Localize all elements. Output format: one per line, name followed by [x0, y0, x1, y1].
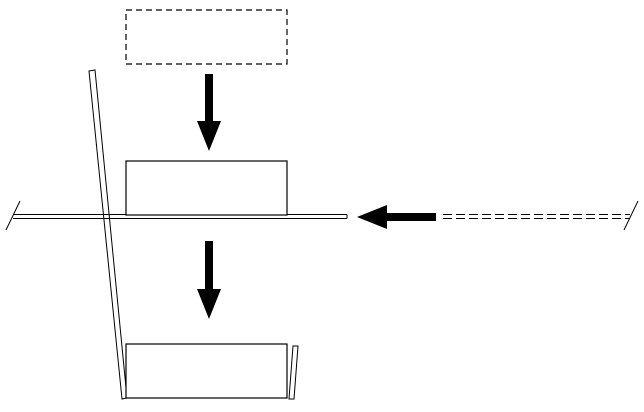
box-on-bar: [125, 160, 288, 216]
arrow-left: [357, 205, 436, 229]
container-left-wall: [88, 69, 128, 400]
arrow-down-lower: [197, 241, 221, 319]
ghost-box: [125, 9, 288, 65]
container-right-wall: [288, 345, 299, 400]
box-in-container: [125, 343, 288, 399]
bar-break-mark-right: [623, 200, 639, 231]
bar-break-mark-left: [5, 200, 21, 231]
arrow-down-upper: [197, 74, 221, 151]
bar-extension: [443, 200, 639, 231]
